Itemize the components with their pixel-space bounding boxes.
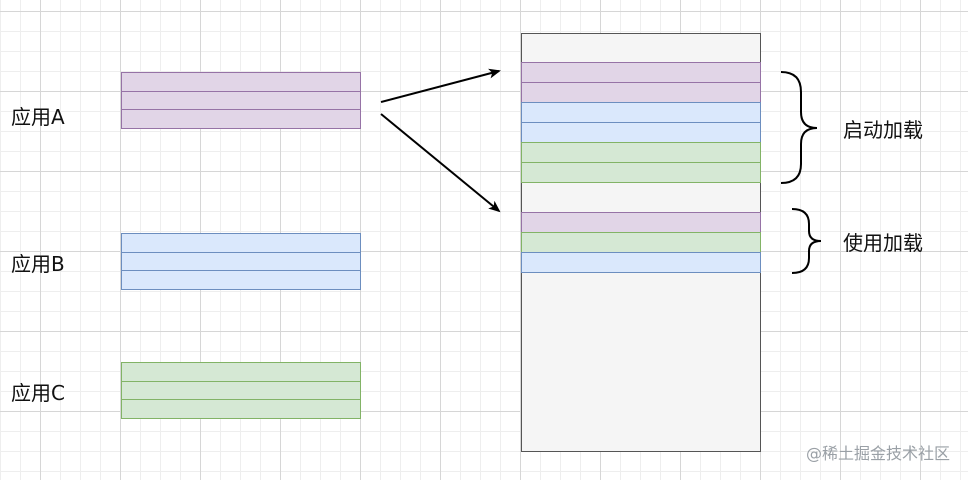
arrow-to-usage [380,113,501,213]
usage-segment [520,252,761,273]
app-a-stack [121,72,361,129]
arrow-to-startup [380,68,501,103]
app-a-label: 应用A [11,105,65,129]
watermark: @稀土掘金技术社区 [805,444,950,463]
usage-load-label: 使用加载 [843,231,923,255]
memory-block [520,33,761,452]
startup-segment [520,162,761,183]
app-b-stack [121,233,361,290]
usage-brace [791,208,822,274]
app-segment [121,270,361,290]
app-segment [121,109,361,129]
app-segment [121,399,361,419]
app-c-stack [121,362,361,419]
startup-brace [780,71,818,184]
startup-load-label: 启动加载 [843,118,923,142]
app-c-label: 应用C [11,381,65,405]
app-b-label: 应用B [11,252,65,276]
